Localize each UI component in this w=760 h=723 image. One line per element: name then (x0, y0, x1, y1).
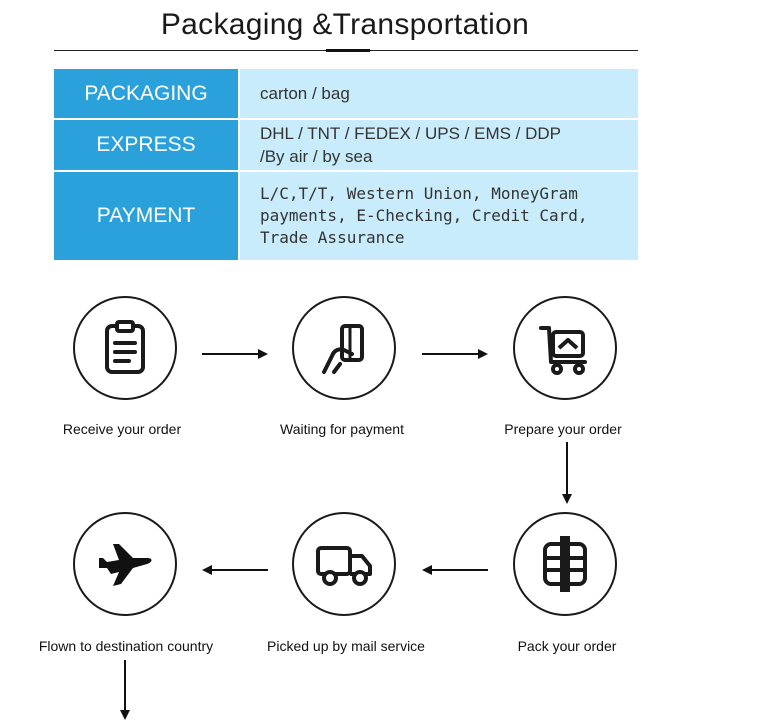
info-row-payment: PAYMENT L/C,T/T, Western Union, MoneyGra… (54, 171, 638, 261)
info-label: EXPRESS (54, 119, 240, 171)
page-title: Packaging &Transportation (160, 8, 530, 41)
arrow-down (562, 442, 572, 504)
arrow-left (422, 565, 488, 575)
delivery-truck-icon (316, 546, 372, 586)
step-label: Receive your order (62, 421, 182, 437)
step-prepare-order (513, 296, 617, 400)
step-label: Flown to destination country (38, 638, 214, 654)
info-value-line: payments, E-Checking, Credit Card, (260, 205, 588, 225)
info-value-line: /By air / by sea (260, 147, 373, 166)
shipping-info-table: PACKAGING carton / bag EXPRESS DHL / TNT… (54, 69, 638, 262)
step-waiting-payment (292, 296, 396, 400)
card-payment-icon (322, 324, 364, 374)
info-label: PACKAGING (54, 69, 240, 119)
airplane-icon (99, 544, 152, 586)
info-row-express: EXPRESS DHL / TNT / FEDEX / UPS / EMS / … (54, 119, 638, 171)
package-icon (543, 536, 587, 592)
info-row-packaging: PACKAGING carton / bag (54, 69, 638, 119)
step-flown (73, 512, 177, 616)
info-value: carton / bag (239, 69, 638, 119)
info-value-line: carton / bag (260, 83, 350, 103)
step-label: Waiting for payment (280, 421, 404, 437)
step-label: Pack your order (517, 638, 617, 654)
step-receive-order (73, 296, 177, 400)
info-value-line: L/C,T/T, Western Union, MoneyGram (260, 183, 578, 203)
step-label: Picked up by mail service (267, 638, 425, 654)
shopping-cart-icon (539, 326, 587, 375)
info-value-line: DHL / TNT / FEDEX / UPS / EMS / DDP (260, 123, 562, 143)
info-label: PAYMENT (54, 171, 240, 261)
step-pack-order (513, 512, 617, 616)
info-value-line: Trade Assurance (260, 228, 405, 248)
arrow-right (422, 349, 488, 359)
arrow-left (202, 565, 268, 575)
step-label: Prepare your order (504, 421, 622, 437)
info-value: L/C,T/T, Western Union, MoneyGram paymen… (239, 171, 638, 261)
clipboard-icon (105, 320, 145, 374)
step-picked-up (292, 512, 396, 616)
arrow-right (202, 349, 268, 359)
title-accent-bar (326, 49, 370, 52)
arrow-down (120, 660, 130, 720)
info-value: DHL / TNT / FEDEX / UPS / EMS / DDP /By … (239, 119, 638, 171)
